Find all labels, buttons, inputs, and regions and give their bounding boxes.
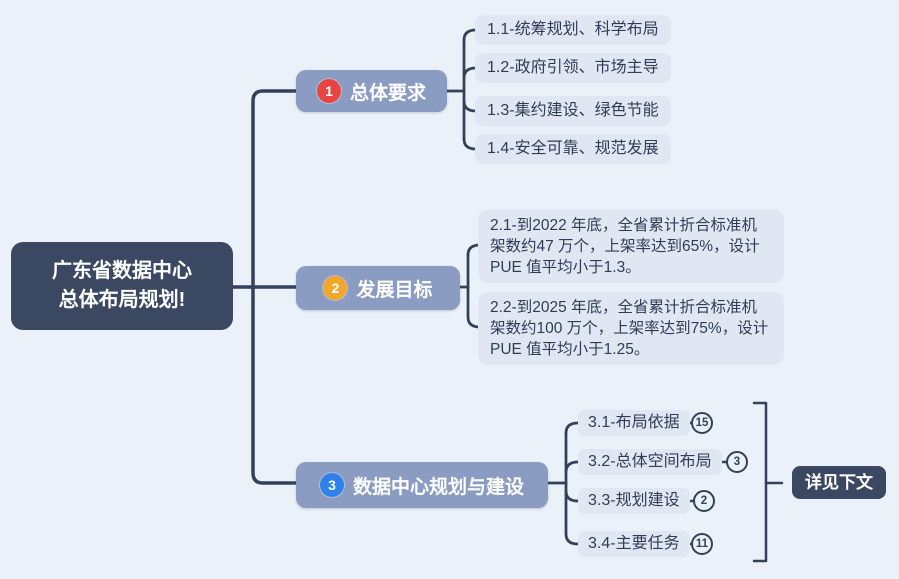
child-node-1-3[interactable]: 1.3-集约建设、绿色节能 bbox=[475, 96, 671, 126]
child-node-3-3[interactable]: 3.3-规划建设 bbox=[578, 488, 690, 514]
connector-child-3-1 bbox=[564, 421, 580, 435]
connector-child-1-1 bbox=[462, 28, 478, 42]
number-2-badge-icon: 2 bbox=[323, 276, 348, 300]
child-node-3-1[interactable]: 3.1-布局依据 bbox=[578, 410, 690, 436]
branch-1-label: 总体要求 bbox=[349, 82, 426, 104]
child-node-1-4[interactable]: 1.4-安全可靠、规范发展 bbox=[475, 134, 671, 164]
number-3-badge-icon: 3 bbox=[319, 473, 344, 497]
summary-bracket bbox=[752, 401, 768, 563]
child-node-1-1[interactable]: 1.1-统筹规划、科学布局 bbox=[475, 15, 671, 45]
collapsed-count-badge-3-3[interactable]: 2 bbox=[693, 490, 715, 512]
connector-child-3-3 bbox=[564, 489, 580, 503]
number-1-badge-icon: 1 bbox=[316, 79, 341, 103]
branch-node-datacenter-planning[interactable]: 3 数据中心规划与建设 bbox=[296, 462, 548, 508]
collapsed-count-badge-3-1[interactable]: 15 bbox=[691, 412, 713, 434]
branch-node-development-goals[interactable]: 2 发展目标 bbox=[296, 266, 460, 310]
root-node[interactable]: 广东省数据中心 总体布局规划! bbox=[11, 242, 233, 330]
root-title-line1: 广东省数据中心 bbox=[52, 260, 192, 282]
child-node-3-4[interactable]: 3.4-主要任务 bbox=[578, 531, 690, 557]
child-node-1-2[interactable]: 1.2-政府引领、市场主导 bbox=[475, 53, 671, 83]
summary-note-node[interactable]: 详见下文 bbox=[792, 466, 886, 499]
collapsed-count-badge-3-2[interactable]: 3 bbox=[726, 451, 748, 473]
branch-2-label: 发展目标 bbox=[356, 279, 433, 301]
child-node-3-2[interactable]: 3.2-总体空间布局 bbox=[578, 449, 722, 475]
child-node-2-1[interactable]: 2.1-到2022 年底，全省累计折合标准机架数约47 万个，上架率达到65%，… bbox=[478, 210, 784, 283]
root-title-line2: 总体布局规划! bbox=[58, 289, 186, 311]
branch-3-label: 数据中心规划与建设 bbox=[352, 476, 524, 498]
connector-child-1-4 bbox=[462, 137, 478, 151]
branch-node-overall-requirements[interactable]: 1 总体要求 bbox=[296, 70, 447, 112]
connector-child-1-3 bbox=[462, 99, 478, 113]
connector-child-3-2 bbox=[564, 460, 580, 474]
child-node-2-2[interactable]: 2.2-到2025 年底，全省累计折合标准机架数约100 万个，上架率达到75%… bbox=[478, 292, 784, 365]
connector-child-1-2 bbox=[462, 66, 478, 80]
collapsed-count-badge-3-4[interactable]: 11 bbox=[691, 533, 713, 555]
connector-child-3-4 bbox=[564, 532, 580, 546]
